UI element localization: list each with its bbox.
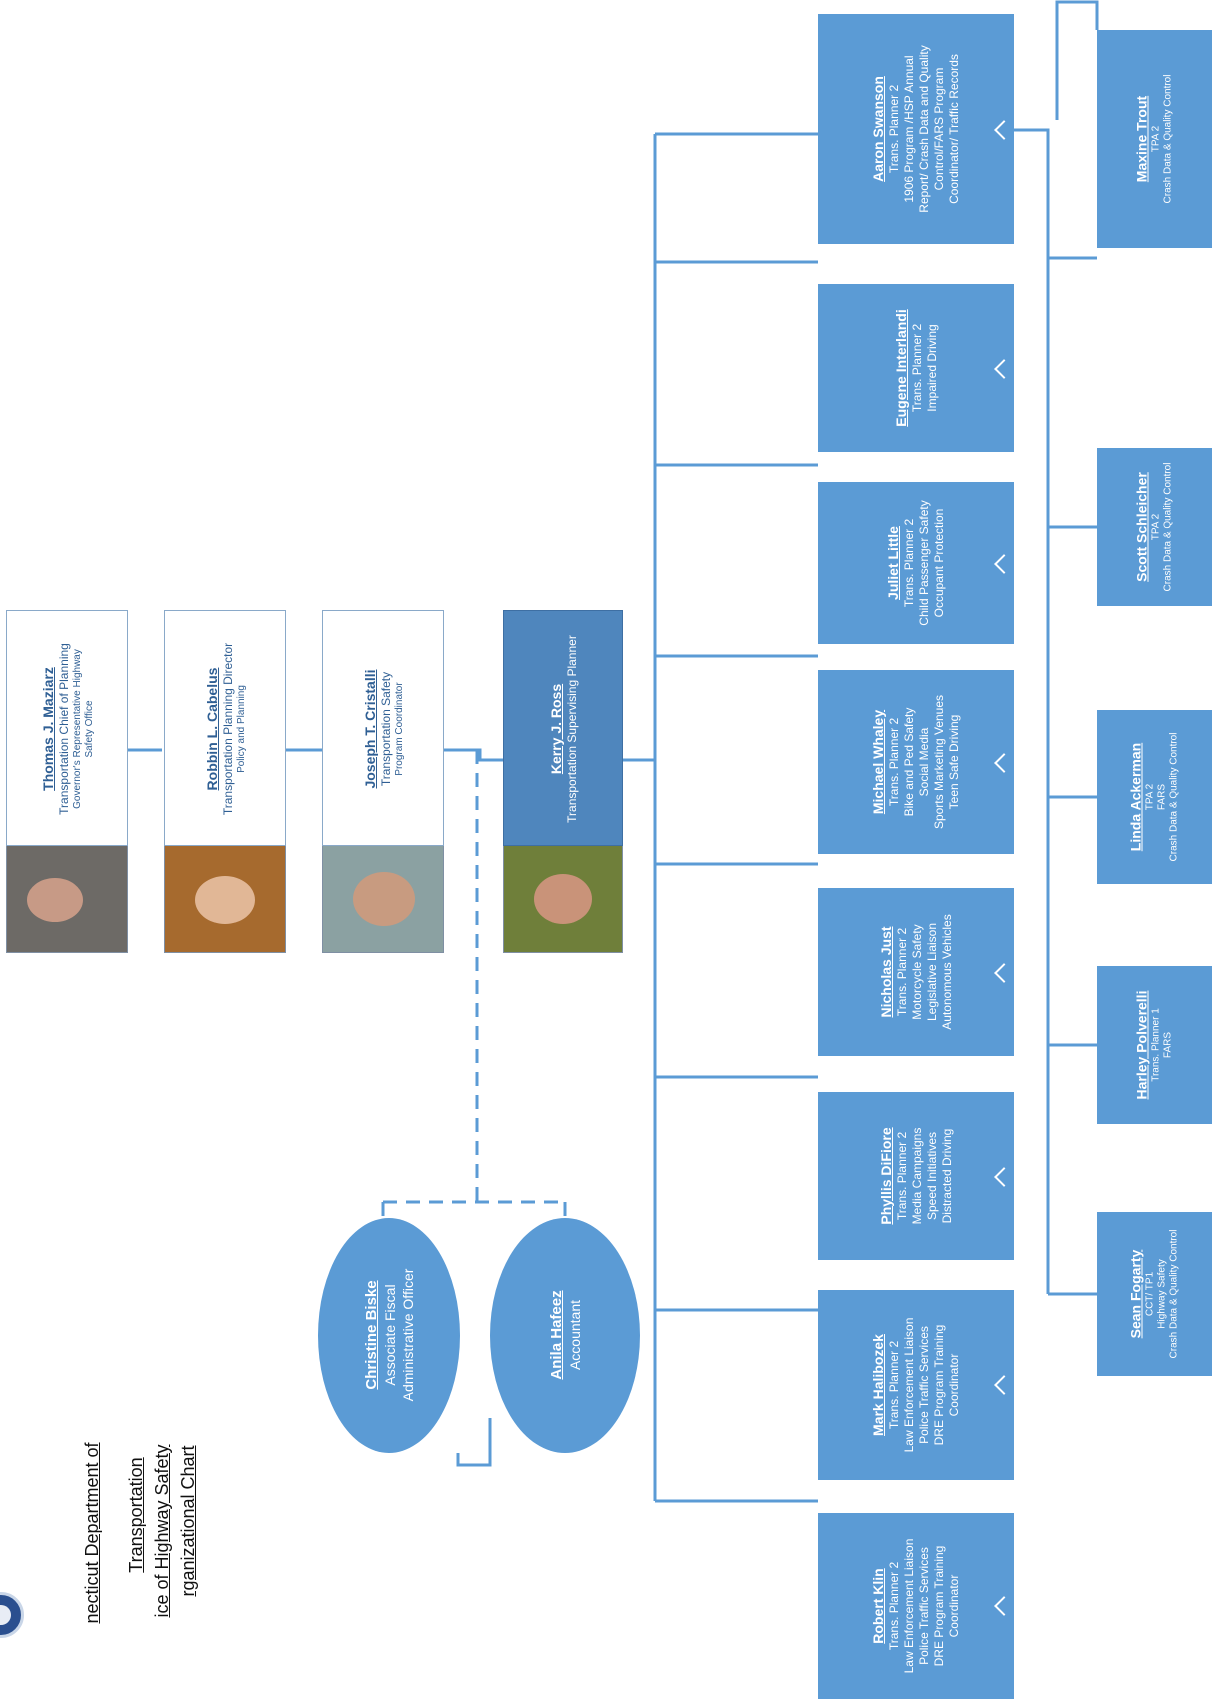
oval-christine-biske: Christine Biske Associate Fiscal Adminis… — [318, 1218, 460, 1453]
header-line-1: necticut Department of — [82, 1442, 102, 1624]
card-eugene-interlandi: Eugene Interlandi Trans. Planner 2 Impai… — [818, 284, 1014, 452]
oval-anila-hafeez: Anila Hafeez Accountant — [490, 1218, 640, 1453]
name-kerry-ross: Kerry J. Ross — [548, 683, 564, 775]
name-anila-hafeez: Anila Hafeez — [547, 1290, 565, 1380]
name-linda-ackerman: Linda Ackerman — [1127, 742, 1144, 852]
card-sean-fogarty: Sean Fogarty CCT/ TP1 Highway Safety Cra… — [1097, 1212, 1212, 1376]
card-thomas-maziarz: Thomas J. Maziarz Transportation Chief o… — [6, 610, 128, 846]
card-robbin-cabelus: Robbin L. Cabelus Transportation Plannin… — [164, 610, 286, 846]
name-sean-fogarty: Sean Fogarty — [1127, 1249, 1144, 1339]
card-nicholas-just: Nicholas Just Trans. Planner 2 Motorcycl… — [818, 888, 1014, 1056]
name-christine-biske: Christine Biske — [362, 1280, 380, 1390]
card-joseph-cristalli: Joseph T. Cristalli Transportation Safet… — [322, 610, 444, 846]
fiscal-connector — [456, 1418, 492, 1467]
avatar-kerry-ross — [503, 845, 623, 953]
card-maxine-trout: Maxine Trout TPA 2 Crash Data & Quality … — [1097, 30, 1212, 248]
card-harley-polverelli: Harley Polverelli Trans. Planner 1 FARS — [1097, 966, 1212, 1124]
card-aaron-swanson: Aaron Swanson Trans. Planner 2 1906 Prog… — [818, 14, 1014, 244]
name-phyllis-difiore: Phyllis DiFiore — [877, 1127, 894, 1225]
name-robbin-cabelus: Robbin L. Cabelus — [204, 667, 220, 791]
name-thomas-maziarz: Thomas J. Maziarz — [40, 667, 56, 791]
card-juliet-little: Juliet Little Trans. Planner 2 Child Pas… — [818, 482, 1014, 644]
avatar-thomas-maziarz — [6, 845, 128, 953]
card-phyllis-difiore: Phyllis DiFiore Trans. Planner 2 Media C… — [818, 1092, 1014, 1260]
name-harley-polverelli: Harley Polverelli — [1133, 990, 1150, 1100]
name-juliet-little: Juliet Little — [885, 526, 901, 600]
planner-bus — [622, 134, 657, 1501]
header-line-3: ice of Highway Safety — [152, 1444, 172, 1618]
name-maxine-trout: Maxine Trout — [1133, 95, 1150, 183]
card-kerry-ross: Kerry J. Ross Transportation Supervising… — [503, 610, 623, 846]
name-michael-whaley: Michael Whaley — [870, 709, 886, 815]
name-eugene-interlandi: Eugene Interlandi — [892, 309, 909, 427]
planner-branches — [655, 132, 818, 1503]
data-bus — [1010, 128, 1050, 1294]
card-michael-whaley: Michael Whaley Trans. Planner 2 Bike and… — [818, 670, 1014, 854]
name-mark-halibozek: Mark Halibozek — [870, 1334, 886, 1436]
name-nicholas-just: Nicholas Just — [877, 926, 894, 1018]
name-robert-klin: Robert Klin — [870, 1568, 886, 1644]
avatar-robbin-cabelus — [164, 845, 286, 953]
card-robert-klin: Robert Klin Trans. Planner 2 Law Enforce… — [818, 1513, 1014, 1699]
name-joseph-cristalli: Joseph T. Cristalli — [362, 669, 378, 789]
card-mark-halibozek: Mark Halibozek Trans. Planner 2 Law Enfo… — [818, 1290, 1014, 1480]
data-branches — [1048, 0, 1099, 1296]
card-linda-ackerman: Linda Ackerman TPA 2 FARS Crash Data & Q… — [1097, 710, 1212, 884]
name-scott-schleicher: Scott Schleicher — [1133, 472, 1150, 582]
name-aaron-swanson: Aaron Swanson — [870, 76, 886, 182]
chain-connector — [126, 748, 505, 762]
avatar-joseph-cristalli — [322, 845, 444, 953]
header-line-4: rganizational Chart — [178, 1445, 198, 1597]
card-scott-schleicher: Scott Schleicher TPA 2 Crash Data & Qual… — [1097, 448, 1212, 606]
header-line-2: Transportation — [126, 1457, 146, 1573]
